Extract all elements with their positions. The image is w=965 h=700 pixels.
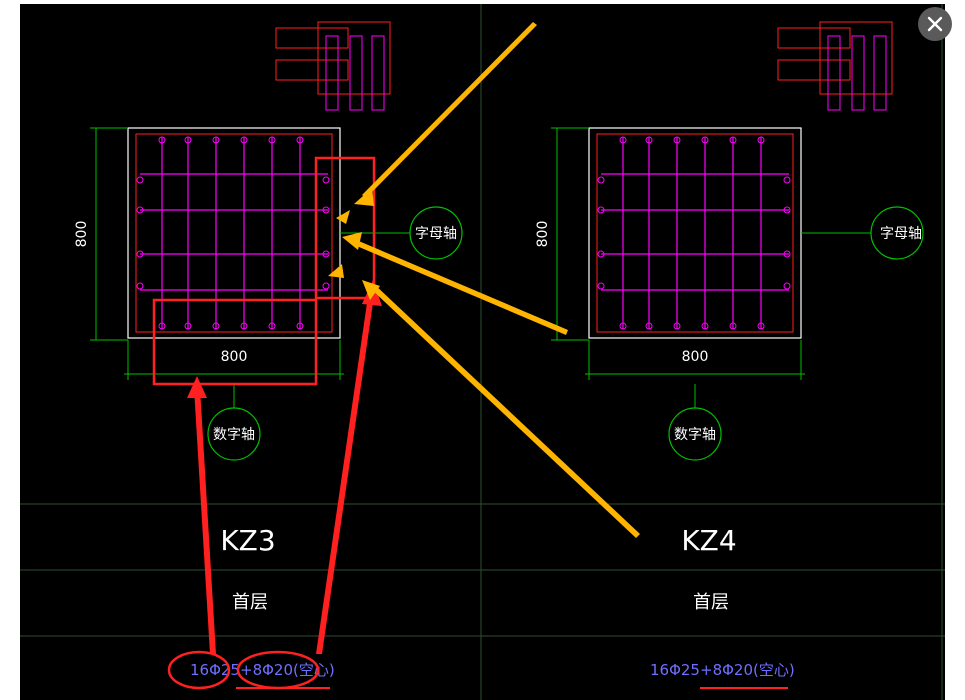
floor-label: 首层 [232,592,268,613]
rebar-plus: + [240,661,253,679]
rebar-spec: 16Φ25+8Φ20(空心) [650,661,795,679]
column-name: KZ3 [220,524,275,557]
red-arrow-left-head [187,376,207,398]
side-rebar-highlight-box [314,156,376,300]
rebar-dots [597,136,791,330]
orange-arrow-head [342,232,362,250]
table-grid [20,4,945,700]
stirrup-grid [601,137,789,329]
red-arrow-right-shaft [316,296,374,654]
red-arrows [187,280,382,654]
height-dimension-label: 800 [74,221,90,248]
width-dimension-label: 800 [682,349,709,365]
rebar-extra: 8Φ20(空心) [253,661,335,679]
column-outline [588,127,802,339]
bottom-rebar-highlight-box [152,298,318,386]
extra-rebar-circle [236,650,320,690]
number-axis-label: 数字轴 [674,427,716,443]
orange-arrows [328,22,640,538]
dimension-lines [551,127,871,408]
floor-label: 首层 [693,592,729,613]
number-axis-bubble [207,407,261,461]
number-axis-bubble [668,407,722,461]
dimension-lines [90,127,410,408]
cover-line [135,133,333,333]
red-arrow-left-shaft [194,388,216,654]
orange-arrow-head [362,280,380,300]
orange-arrow-tip-small [336,210,350,224]
rebar-dots [136,136,330,330]
close-button[interactable] [918,7,952,41]
orange-arrow-shaft [362,22,537,198]
letter-axis-label: 字母轴 [415,226,457,242]
width-dimension-label: 800 [221,349,248,365]
close-icon [927,16,943,32]
column-outline [127,127,341,339]
stirrup-grid [140,137,328,329]
letter-axis-label: 字母轴 [880,226,922,242]
column-kz3-drawing: 800 800 字母轴 数字轴 KZ3 首层 16Φ25+8Φ20(空心) [74,21,463,689]
red-annotations [152,156,376,690]
letter-axis-bubble [409,206,463,260]
cad-drawing-viewer: 800 800 字母轴 数字轴 KZ3 首层 16Φ25+8Φ20(空心) [20,4,945,700]
column-name: KZ4 [681,524,736,557]
rebar-detail-block [777,21,893,111]
orange-arrow-shaft [370,284,640,538]
rebar-extra: 8Φ20(空心) [713,661,795,679]
orange-arrow-head [354,188,374,206]
rebar-main: 16Φ25 [650,661,700,679]
rebar-main: 16Φ25 [190,661,240,679]
orange-arrow-tip-small [328,264,344,278]
cover-line [596,133,794,333]
rebar-detail-block [275,21,391,111]
orange-arrow-shaft [352,239,568,335]
main-rebar-circle [167,650,231,690]
column-kz4-drawing: 800 800 字母轴 数字轴 KZ4 首层 16Φ25+8Φ20(空心) [535,21,924,689]
rebar-plus: + [700,661,713,679]
height-dimension-label: 800 [535,221,551,248]
number-axis-label: 数字轴 [213,427,255,443]
rebar-spec: 16Φ25+8Φ20(空心) [190,661,335,679]
letter-axis-bubble [870,206,924,260]
cad-drawing-canvas: 800 800 字母轴 数字轴 KZ3 首层 16Φ25+8Φ20(空心) [20,4,945,700]
